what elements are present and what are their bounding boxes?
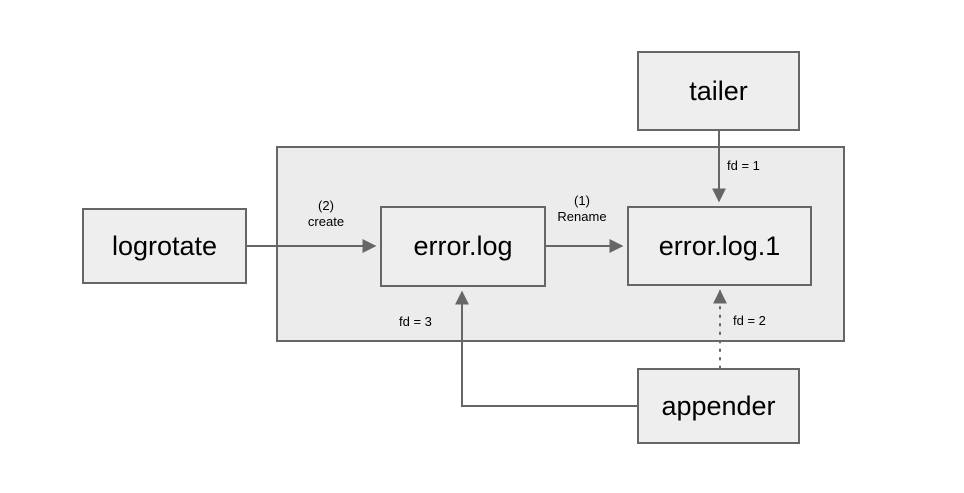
edge-fd1-label: fd = 1 [727, 158, 760, 173]
node-tailer-label: tailer [689, 75, 748, 106]
edge-fd2-label: fd = 2 [733, 313, 766, 328]
edge-create-label-line2: create [307, 213, 345, 229]
edge-fd3-line [455, 290, 637, 407]
edge-create-label-line1: (2) [318, 198, 334, 213]
node-logrotate[interactable]: logrotate [82, 208, 247, 284]
node-tailer[interactable]: tailer [637, 51, 800, 131]
node-error-log-label: error.log [413, 231, 513, 261]
node-error-log-1[interactable]: error.log.1 [627, 206, 812, 286]
node-logrotate-label: logrotate [111, 230, 218, 261]
node-appender-label: appender [661, 390, 776, 421]
edge-rename-label-line2: Rename [557, 208, 607, 224]
node-error-log[interactable]: error.log [380, 206, 546, 287]
edge-create-label: (2) create [274, 198, 378, 229]
edge-rename-label: (1) Rename [532, 193, 632, 224]
node-appender[interactable]: appender [637, 368, 800, 444]
edge-rename-label-line1: (1) [574, 193, 590, 208]
node-error-log-1-label: error.log.1 [658, 230, 781, 261]
edge-fd3-label: fd = 3 [399, 314, 432, 329]
